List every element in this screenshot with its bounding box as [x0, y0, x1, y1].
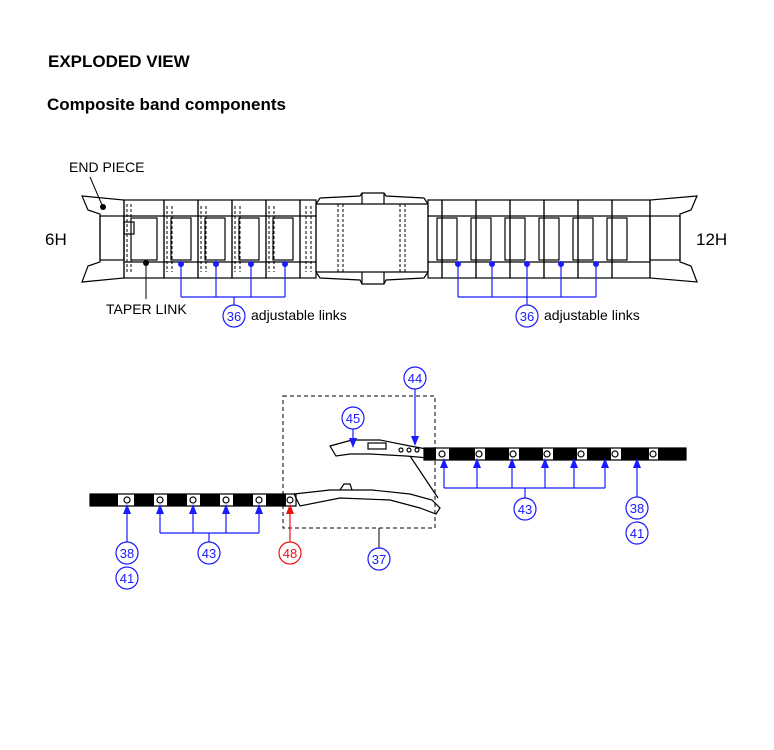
callout-38-right: 38: [630, 501, 644, 516]
adjust-dot-l1: [178, 261, 184, 267]
taper-pin: [123, 221, 135, 235]
callout-44-arrow: [411, 436, 419, 446]
assembled-band: [81, 192, 698, 285]
callout-48: 48: [283, 546, 297, 561]
callout-44-group: [403, 366, 427, 440]
clasp-top: [315, 192, 429, 285]
callout-44: 44: [408, 371, 422, 386]
taper-link-label: TAPER LINK: [106, 301, 187, 317]
end-piece-right: [649, 195, 698, 283]
callout-41-right: 41: [630, 526, 644, 541]
callout-38-right-arrow: [633, 458, 641, 468]
adjustable-bracket-right: [457, 264, 597, 328]
adjustable-bracket-left: [180, 264, 286, 328]
adjustable-label-right: adjustable links: [544, 307, 640, 323]
clasp-side-view: [293, 439, 441, 515]
adjust-dot-l2: [213, 261, 219, 267]
adjust-dot-r5: [593, 261, 599, 267]
adjust-dot-r4: [558, 261, 564, 267]
adjust-dot-r3: [524, 261, 530, 267]
taper-link-dot: [143, 260, 149, 266]
bracket-43-left: [159, 508, 260, 565]
adjust-dot-l4: [282, 261, 288, 267]
callout-36-left: 36: [227, 309, 241, 324]
callout-38-left: 38: [120, 546, 134, 561]
callout-45-arrow: [349, 438, 357, 448]
callout-43-right: 43: [518, 502, 532, 517]
callout-37: 37: [372, 552, 386, 567]
end-piece-dot: [100, 204, 106, 210]
bracket-43-left-arrows: [156, 504, 263, 514]
callout-48-arrow: [286, 504, 294, 514]
side-chain-right: [423, 447, 687, 461]
side-chain-left: [89, 493, 297, 507]
clasp-region-box: [282, 395, 436, 529]
bracket-43-right-arrows: [440, 458, 609, 468]
page-title: EXPLODED VIEW: [48, 52, 190, 71]
callout-38-left-arrow: [123, 504, 131, 514]
adjustable-label-left: adjustable links: [251, 307, 347, 323]
side-label-12h: 12H: [696, 230, 727, 249]
adjust-dot-r1: [455, 261, 461, 267]
adjust-dot-r2: [489, 261, 495, 267]
callout-43-left: 43: [202, 546, 216, 561]
links-right: [427, 199, 681, 279]
side-label-6h: 6H: [45, 230, 67, 249]
end-piece-label: END PIECE: [69, 159, 144, 175]
callout-41-left: 41: [120, 571, 134, 586]
end-piece-leader: [89, 176, 103, 206]
adjust-dot-l3: [248, 261, 254, 267]
callout-45: 45: [346, 411, 360, 426]
pin-guides-left: [126, 204, 312, 274]
callout-37-circle: [367, 547, 391, 571]
callout-36-right: 36: [520, 309, 534, 324]
page-subtitle: Composite band components: [47, 95, 286, 114]
